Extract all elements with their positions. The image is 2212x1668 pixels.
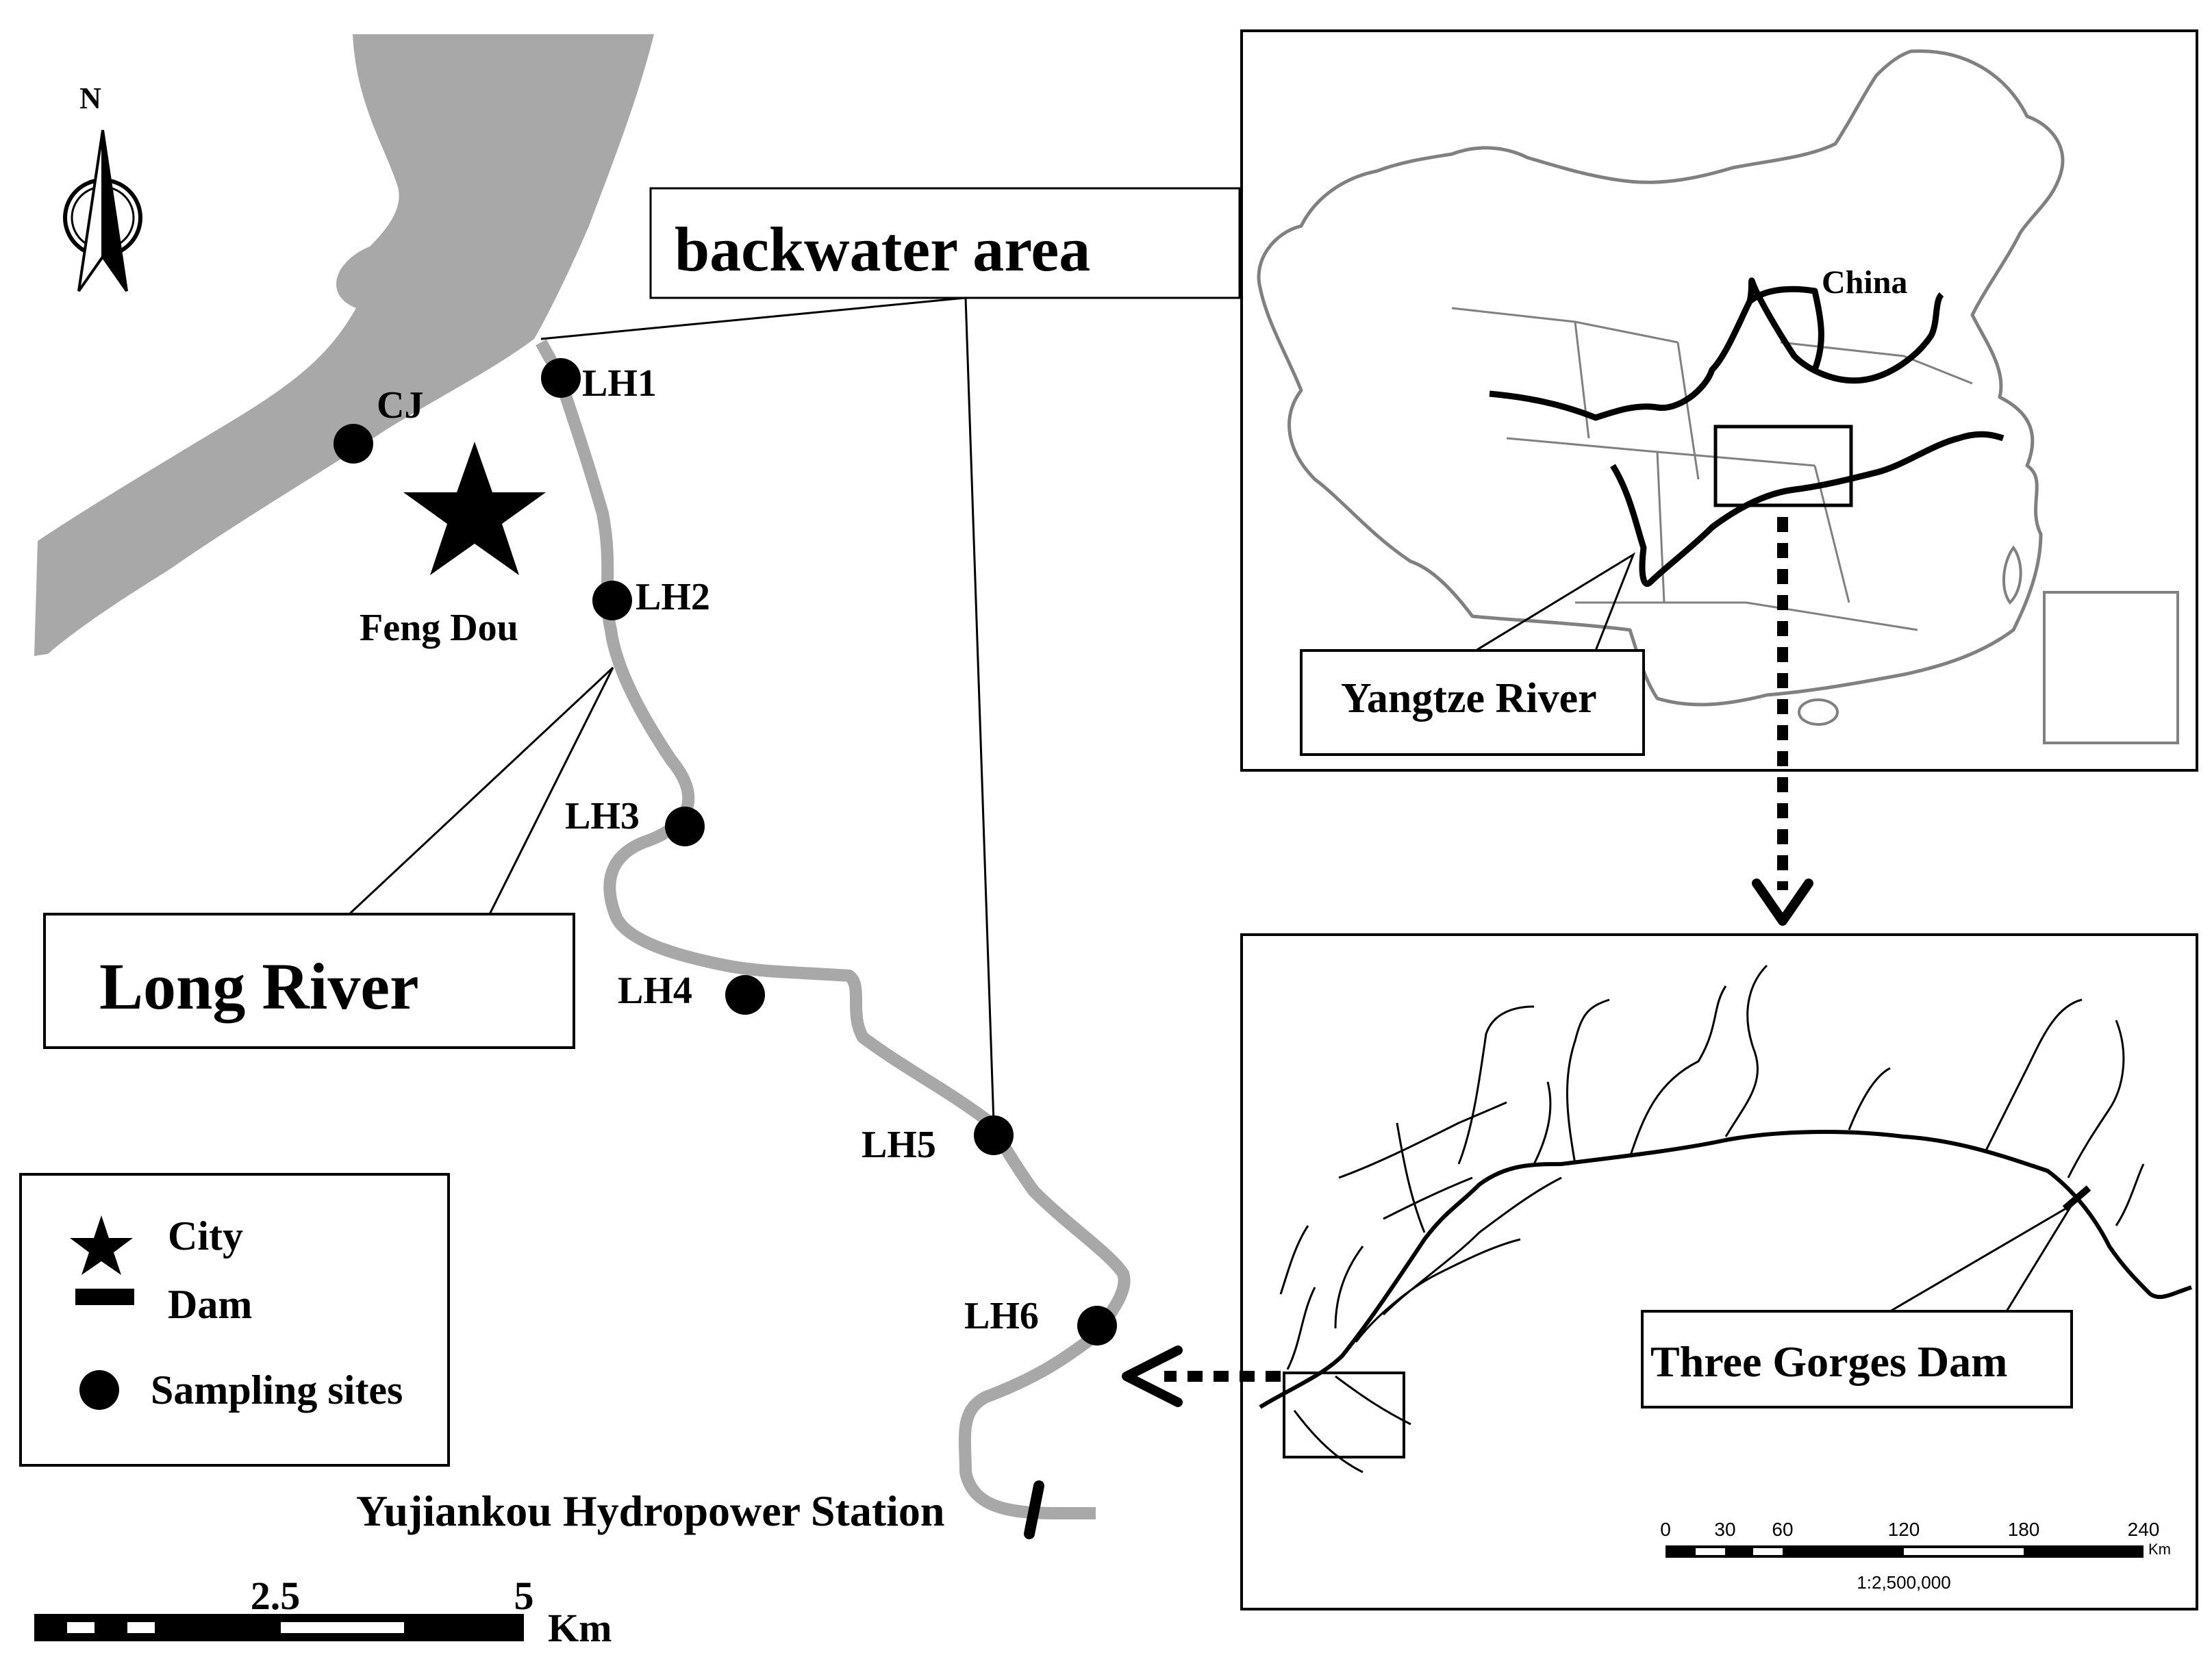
inset-link-arrow-left (1122, 1345, 1281, 1407)
long-river-leader (348, 666, 614, 915)
north-arrow: N (63, 81, 142, 292)
inset-scale-unit: Km (2148, 1541, 2171, 1558)
legend-box (19, 1173, 450, 1467)
site-lh4-label: LH4 (618, 970, 692, 1012)
south-sea-box (2043, 591, 2179, 744)
inset-scale-ratio: 1:2,500,000 (1857, 1572, 1950, 1593)
yangtze-main-line (1259, 1130, 2192, 1409)
yangtze-label: Yangtze River (1341, 675, 1597, 722)
legend-sites-label: Sampling sites (151, 1367, 403, 1413)
site-lh5-label: LH5 (862, 1124, 936, 1166)
scale-tick-2-5: 2.5 (251, 1574, 301, 1618)
scale-seg-3 (281, 1622, 404, 1633)
inset-scale-seg-2 (1753, 1548, 1783, 1555)
yangtze-inset-frame (1240, 933, 2198, 1610)
scale-bar-frame (34, 1614, 524, 1641)
city-star-icon (403, 442, 546, 575)
legend-dot-icon (79, 1370, 119, 1410)
yangtze-leader (1475, 552, 1636, 652)
scale-unit: Km (548, 1606, 612, 1650)
scale-tick-5: 5 (514, 1574, 534, 1618)
yangtze-river-band (34, 34, 654, 656)
site-cj-dot (334, 424, 373, 464)
city-label: Feng Dou (360, 607, 518, 649)
north-arrow-left (77, 129, 104, 292)
site-lh1-dot (541, 358, 581, 398)
china-label: China (1822, 264, 1907, 301)
china-inset: China Yangtze River (1240, 29, 2198, 772)
north-arrow-right (101, 129, 128, 292)
scale-seg-2 (127, 1622, 155, 1633)
three-gorges-label: Three Gorges Dam (1650, 1337, 2007, 1386)
hainan-outline (1798, 698, 1839, 726)
inset-scale-tick-180: 180 (2008, 1519, 2040, 1540)
inset-link-arrow-down (1752, 517, 1813, 926)
long-river-label: Long River (99, 950, 419, 1023)
china-outline (1257, 49, 2065, 707)
backwater-label: backwater area (675, 214, 1090, 284)
scale-bar: 2.5 5 Km (34, 1574, 612, 1650)
inset-scale-seg-3 (1904, 1548, 2024, 1555)
legend-star-icon (70, 1215, 133, 1275)
yangtze-tributaries (1279, 964, 2145, 1474)
site-lh3-label: LH3 (565, 795, 640, 837)
yangtze-river (1610, 431, 2004, 587)
study-region-box (1713, 425, 1853, 507)
legend-dam-icon (75, 1289, 134, 1305)
inset-scale-tick-120: 120 (1888, 1519, 1920, 1540)
long-river-box (43, 913, 575, 1049)
station-label: Yujiankou Hydropower Station (356, 1487, 945, 1535)
study-area-box (1283, 1372, 1405, 1458)
scale-seg-1 (67, 1622, 95, 1633)
inset-scale-tick-30: 30 (1714, 1519, 1735, 1540)
site-lh2-dot (592, 581, 632, 620)
site-lh2-label: LH2 (636, 576, 710, 618)
three-gorges-box (1641, 1310, 2073, 1408)
backwater-box (649, 187, 1241, 299)
three-gorges-dam-marker (2062, 1185, 2091, 1211)
yangtze-label-box (1300, 649, 1645, 756)
legend-dam-label: Dam (168, 1282, 252, 1327)
site-lh6-label: LH6 (964, 1295, 1039, 1337)
site-lh1-label: LH1 (582, 362, 657, 405)
china-inset-frame (1240, 29, 2198, 772)
site-cj-label: CJ (377, 384, 423, 427)
site-lh6-dot (1077, 1306, 1117, 1345)
inset-scale-tick-240: 240 (2128, 1519, 2160, 1540)
inset-scale-tick-0: 0 (1660, 1519, 1671, 1540)
dam-bar-icon (1024, 1480, 1044, 1539)
china-province-lines (1451, 307, 1973, 631)
backwater-leader-2 (964, 297, 995, 1124)
long-river-line (536, 339, 1131, 1519)
three-gorges-leader (1889, 1204, 2073, 1313)
site-lh4-dot (725, 975, 765, 1015)
legend: City Dam Sampling sites (19, 1173, 450, 1467)
north-label: N (79, 81, 101, 115)
inset-scale-tick-60: 60 (1772, 1519, 1793, 1540)
site-lh3-dot (665, 807, 705, 846)
site-lh5-dot (974, 1115, 1014, 1155)
yellow-river (1489, 277, 1944, 421)
taiwan-outline (2002, 545, 2022, 605)
inset-scale-seg-1 (1696, 1548, 1725, 1555)
legend-city-label: City (168, 1213, 243, 1259)
yangtze-inset: Three Gorges Dam 0 30 60 120 180 240 Km … (1240, 933, 2198, 1610)
backwater-leader-1 (540, 296, 966, 340)
main-map: CJ LH1 LH2 LH3 LH4 LH5 LH6 Feng Dou back… (34, 34, 1241, 1539)
